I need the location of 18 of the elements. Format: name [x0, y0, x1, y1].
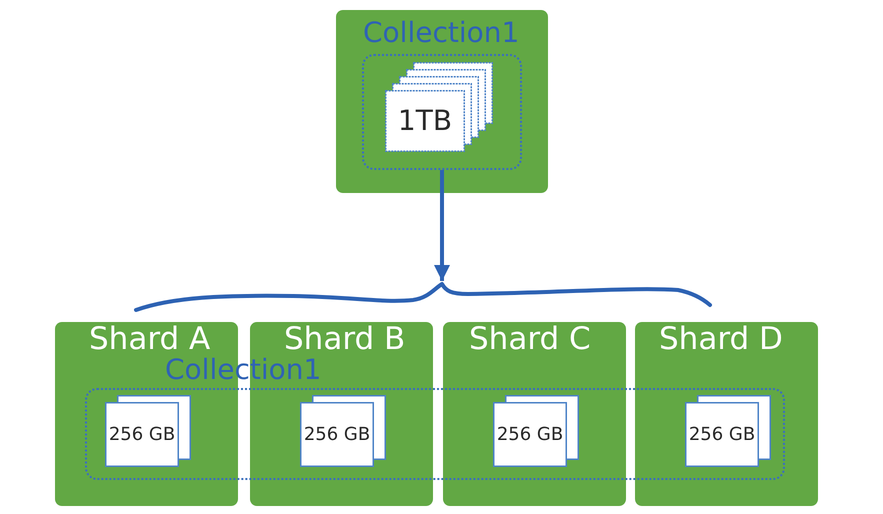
arrow: [434, 170, 450, 281]
size-label: 256 GB: [108, 424, 176, 444]
size-label: 256 GB: [496, 424, 564, 444]
document-stack: [385, 62, 493, 152]
size-label: 256 GB: [688, 424, 756, 444]
shard-title: Shard A: [89, 323, 210, 355]
shard-title: Shard B: [284, 323, 406, 355]
size-label: 256 GB: [304, 424, 370, 444]
document-stack: [493, 395, 579, 467]
curly-brace: [133, 281, 713, 313]
size-label: 1TB: [398, 106, 452, 136]
node-panel: [336, 10, 548, 193]
shard-title: Shard D: [659, 323, 783, 355]
collection-title: Collection1: [363, 17, 520, 49]
document-stack: [685, 395, 771, 467]
document-stack: [105, 395, 191, 467]
document-stack: [300, 395, 386, 467]
shard-title: Shard C: [469, 323, 591, 355]
